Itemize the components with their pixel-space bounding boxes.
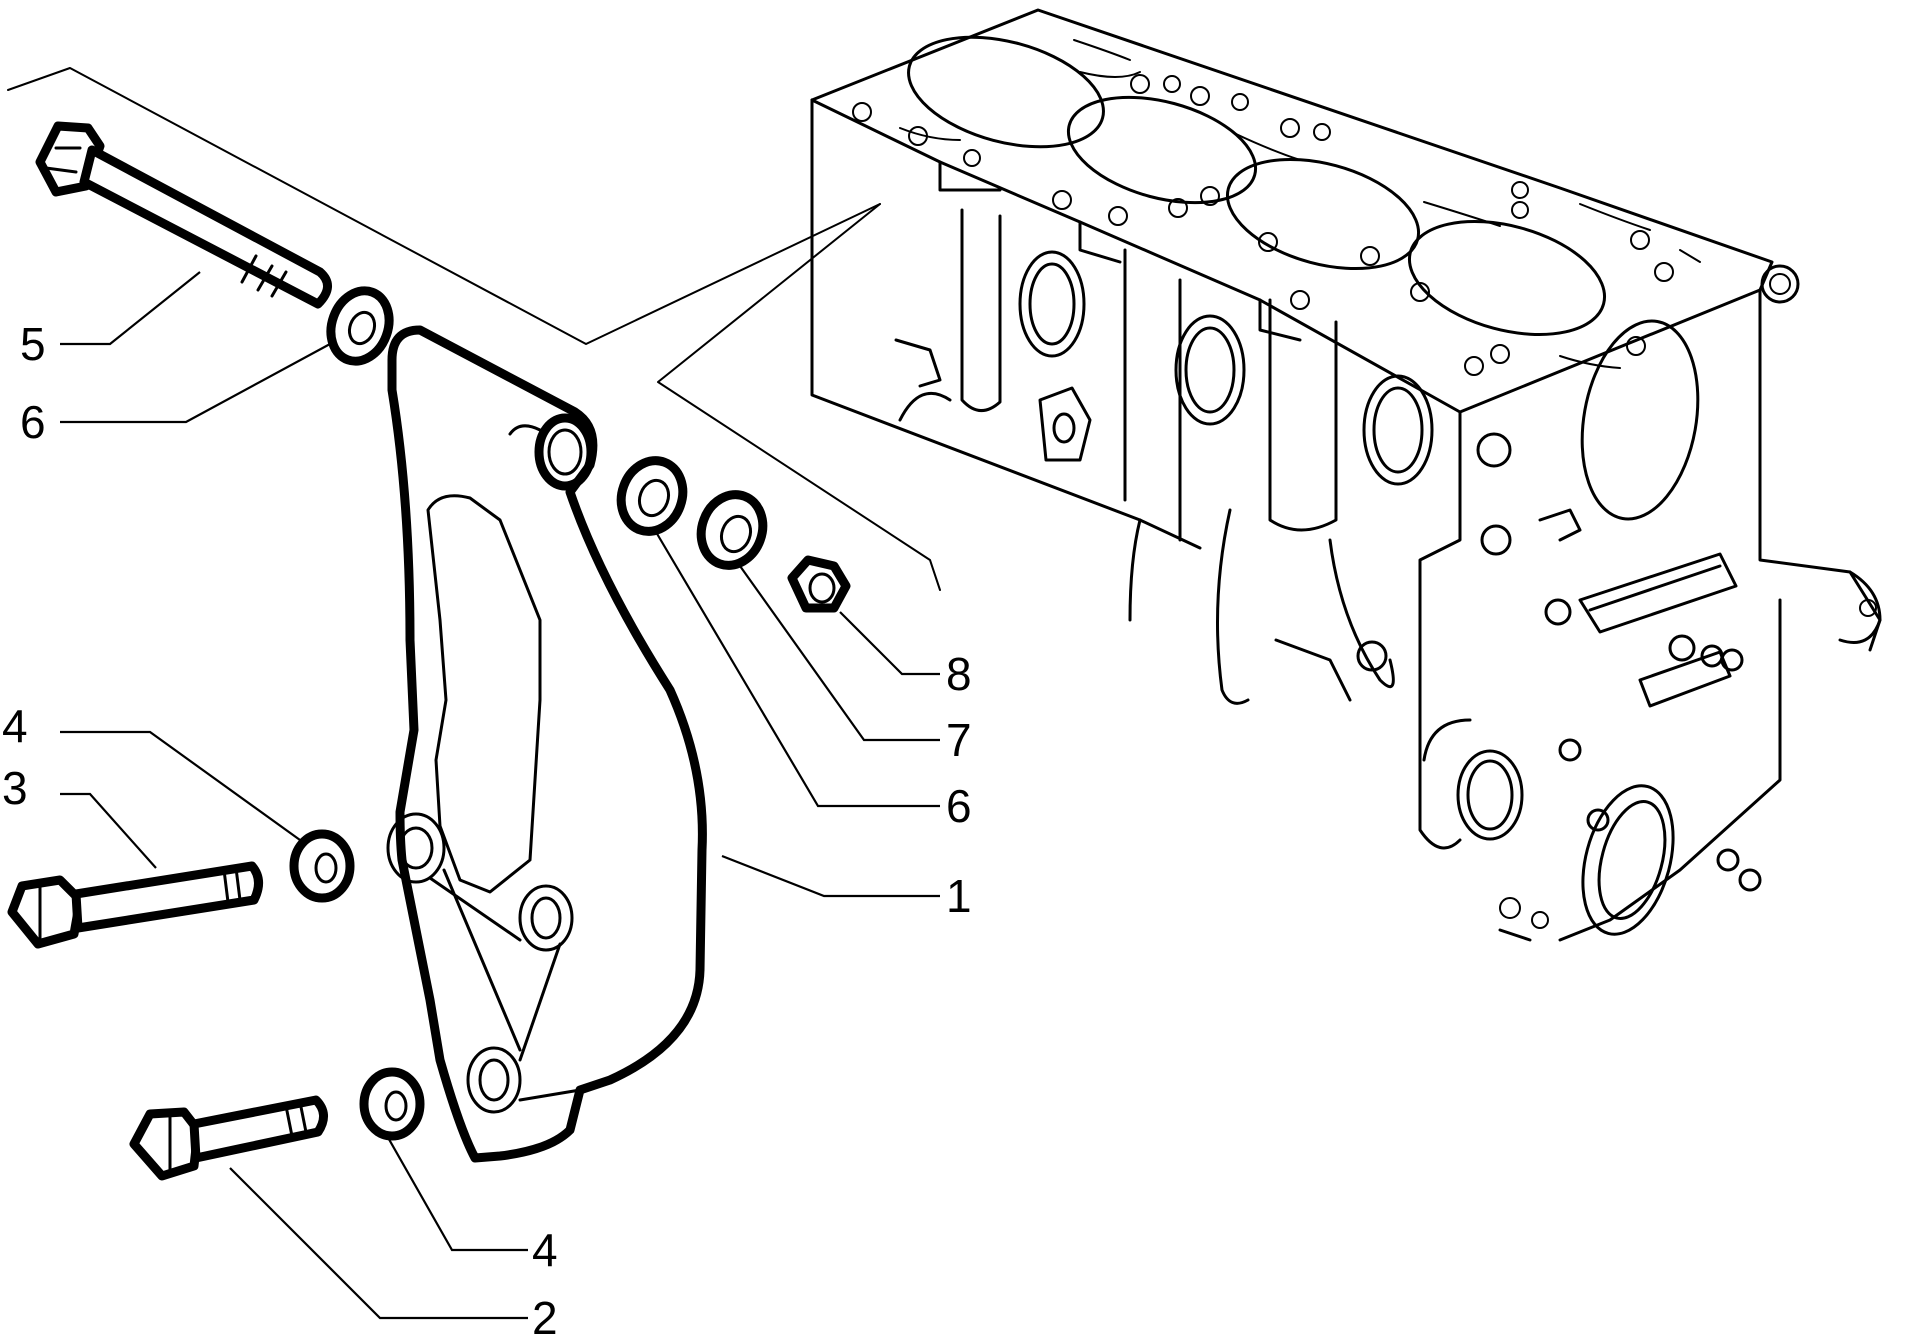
callout-7: 7: [946, 714, 972, 766]
washer-4-lower: [359, 1067, 425, 1141]
callout-6-left: 6: [20, 396, 46, 448]
callout-4-lower: 4: [532, 1224, 558, 1276]
callout-8: 8: [946, 648, 972, 700]
callout-5: 5: [20, 318, 46, 370]
nut-8: [787, 555, 851, 613]
callout-1: 1: [946, 870, 972, 922]
callout-6-right: 6: [946, 780, 972, 832]
callout-3: 3: [2, 762, 28, 814]
washer-4-upper: [289, 829, 355, 903]
spacer-7: [696, 490, 768, 570]
mounting-bracket: [386, 325, 707, 1163]
washer-6-top: [326, 286, 394, 366]
leader-lines: [60, 271, 940, 1320]
bolt-3: [7, 861, 263, 949]
callout-2: 2: [532, 1292, 558, 1339]
callout-4-upper: 4: [2, 700, 28, 752]
assembly-guide-lines: [7, 67, 941, 591]
callout-numbers: 5 6 4 3 8 7 6 1 4 2: [2, 318, 972, 1339]
bolt-2: [129, 1095, 328, 1181]
bolt-long-5: [35, 121, 332, 309]
washer-6-right: [616, 456, 688, 536]
engine-block: [810, 8, 1882, 942]
